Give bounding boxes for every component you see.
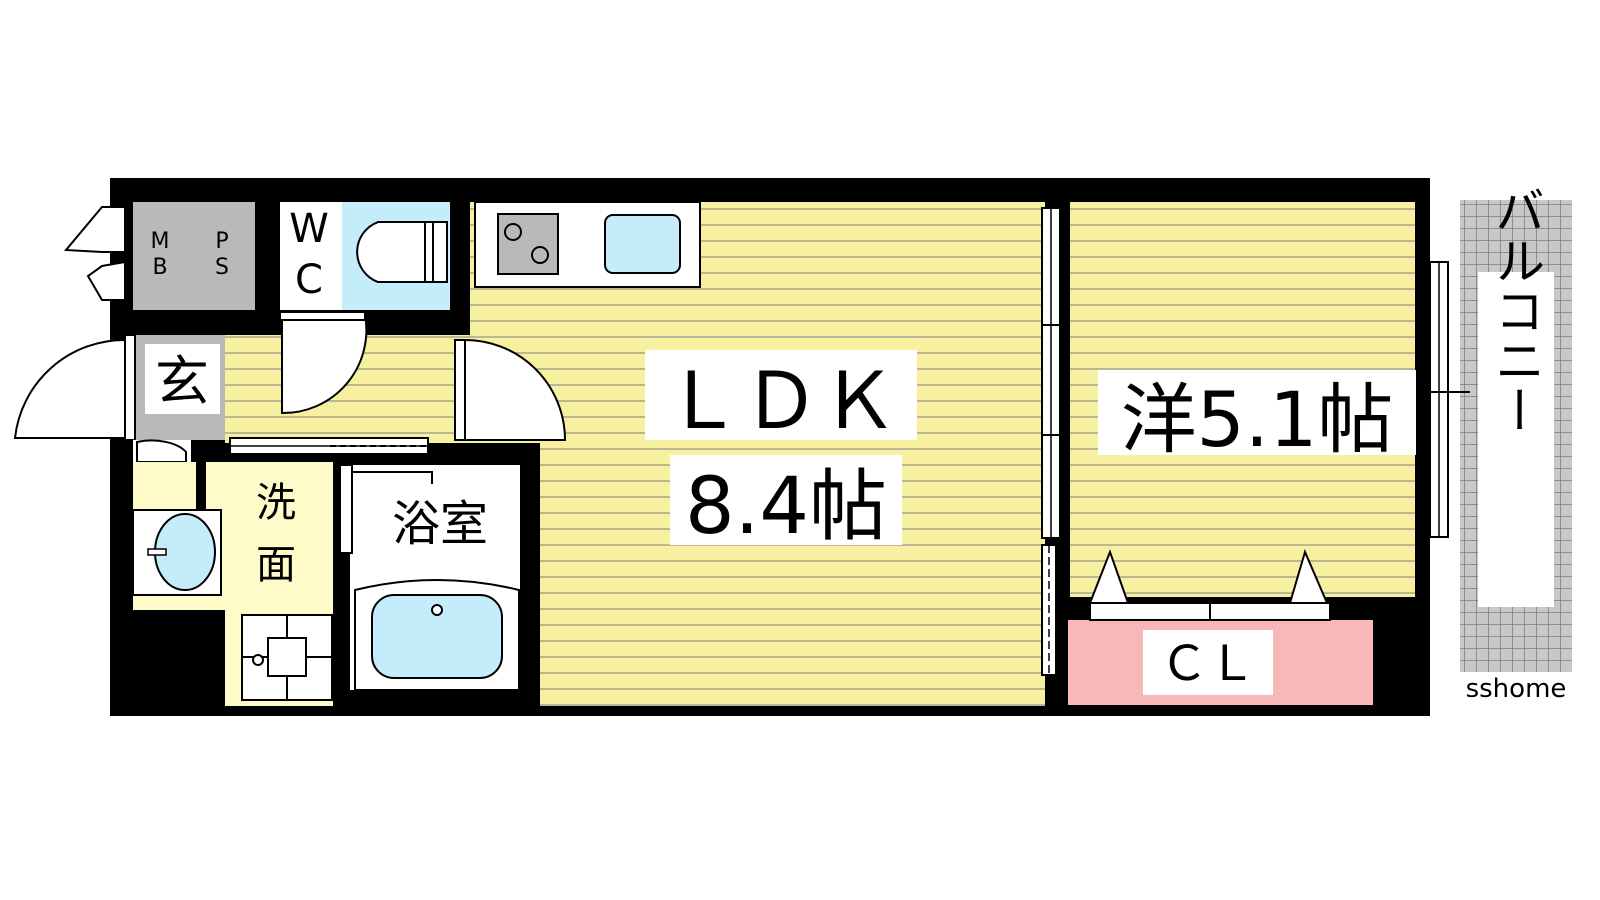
western-room-label: 洋5.1帖 <box>1121 375 1394 464</box>
drain-icon <box>252 654 264 666</box>
balcony-label: バルコニー <box>1487 185 1545 435</box>
mb-b-label: B <box>152 255 167 280</box>
wc-label-bg <box>280 202 342 310</box>
bathtub-basin <box>371 594 503 679</box>
ldk-door-leaf <box>454 339 466 441</box>
watermark-bg <box>1460 672 1572 704</box>
ps-s-label: S <box>215 255 229 280</box>
watermark: sshome <box>1466 674 1567 704</box>
bathroom-label: 浴室 <box>392 496 488 552</box>
entrance-door-leaf <box>124 334 136 441</box>
toilet-icon <box>356 221 426 283</box>
mb-m-label: M <box>151 229 170 254</box>
wc-door-swing <box>281 314 368 415</box>
washroom-label-1: 洗 <box>256 480 296 526</box>
stove <box>497 213 559 275</box>
ldk-size-label: 8.4帖 <box>685 462 887 552</box>
western-label-bg <box>1098 370 1416 455</box>
ldk-label-bg <box>645 350 917 440</box>
mb-ps-space <box>133 202 255 310</box>
entrance-label: 玄 <box>155 350 209 413</box>
ldk-size-bg <box>670 455 902 545</box>
mb-door-wing <box>63 206 126 253</box>
drain-icon <box>431 604 443 616</box>
ldk-door-swing <box>461 338 567 441</box>
closet-label: ＣＬ <box>1160 636 1256 692</box>
entrance-door-swing <box>13 338 126 439</box>
washroom-label-2: 面 <box>256 542 296 588</box>
balcony-label-bg <box>1478 272 1554 607</box>
ldk-name-label: ＬＤＫ <box>664 357 898 447</box>
closet-door-fold <box>1288 549 1329 604</box>
burner-icon <box>504 223 522 241</box>
washroom-wall-top <box>196 462 206 510</box>
ps-p-label: P <box>215 229 228 254</box>
mb-door-wing <box>86 260 126 301</box>
washroom-wall-left <box>110 610 225 716</box>
burner-icon <box>531 246 549 264</box>
wc-c-label: C <box>295 257 323 303</box>
entrance-label-bg <box>145 344 220 414</box>
wc-door-leaf <box>279 311 366 321</box>
wc-w-label: W <box>289 206 329 252</box>
toilet-tank <box>424 221 448 283</box>
kitchen-sink <box>604 214 681 274</box>
bathroom-door-jamb <box>339 464 353 554</box>
partition-wall <box>1045 178 1065 208</box>
closet-label-bg <box>1143 630 1273 695</box>
closet-door-fold <box>1088 549 1130 604</box>
